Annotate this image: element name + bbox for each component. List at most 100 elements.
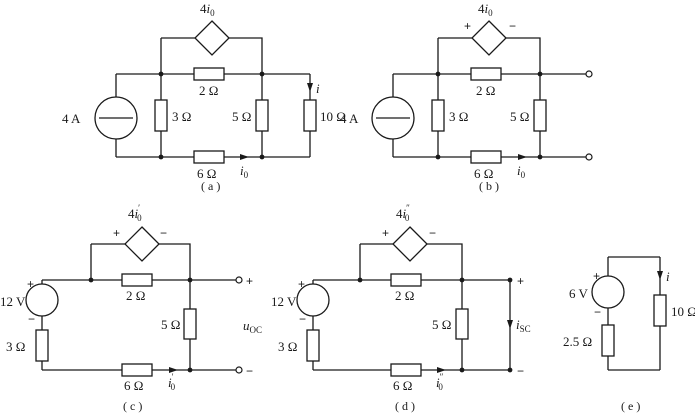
caption-a: ( a ) — [201, 179, 220, 193]
resistor-6-label: 6 Ω — [124, 378, 143, 393]
resistor-2-label: 2 Ω — [199, 83, 218, 98]
voltage-source — [296, 283, 330, 317]
current-arrow — [507, 320, 513, 329]
caption-b: ( b ) — [479, 179, 499, 193]
caption-c: ( c ) — [123, 399, 142, 413]
resistor-10 — [653, 294, 667, 327]
minus-sign: − — [299, 312, 306, 326]
terminal — [235, 366, 243, 374]
resistor-6 — [390, 363, 422, 377]
minus-sign: − — [509, 19, 516, 33]
i-sc-label: iSC — [516, 317, 531, 334]
current-label: i″0 — [436, 372, 444, 392]
resistor-3-label: 3 Ω — [278, 339, 297, 354]
diagram-e: + − 6 V 2.5 Ω 10 Ω i ( e ) — [563, 256, 695, 413]
wire — [312, 243, 511, 371]
dependent-source-diamond — [124, 226, 160, 262]
diagram-d: 4i″0 + − + − 12 V 3 Ω 2 Ω 5 Ω 6 Ω i″0 iS… — [271, 203, 531, 413]
resistor-2 — [390, 273, 422, 287]
plus-sign: + — [246, 274, 253, 288]
dependent-source-diamond — [471, 20, 507, 56]
current-arrow — [518, 154, 527, 160]
current-arrow — [437, 367, 446, 373]
voltage-source-label: 6 V — [569, 286, 589, 301]
resistor-3-label: 3 Ω — [6, 339, 25, 354]
current-label: i′0 — [168, 372, 176, 392]
current-arrow — [657, 271, 663, 280]
current-i0-label: i0 — [240, 163, 249, 180]
resistor-5 — [255, 99, 269, 132]
resistor-6 — [121, 363, 153, 377]
current-arrow — [240, 154, 249, 160]
voltage-source — [25, 283, 59, 317]
plus-sign: + — [464, 19, 471, 33]
current-i-label: i — [666, 269, 670, 284]
resistor-2-label: 2 Ω — [126, 288, 145, 303]
terminal — [585, 153, 593, 161]
diagram-a: 4i0 4 A 2 Ω 3 Ω 5 Ω 10 Ω 6 Ω i i0 ( a ) — [62, 1, 346, 193]
dep-source-label: 4i0 — [478, 1, 493, 18]
resistor-2-label: 2 Ω — [395, 288, 414, 303]
resistor-10-label: 10 Ω — [671, 304, 695, 319]
dependent-source-diamond — [392, 226, 428, 262]
resistor-2-label: 2 Ω — [476, 83, 495, 98]
resistor-2 — [193, 67, 225, 81]
voltage-source-label: 12 V — [0, 294, 26, 309]
terminal — [585, 70, 593, 78]
minus-sign: − — [594, 305, 601, 319]
terminal — [235, 276, 243, 284]
current-arrow — [169, 367, 178, 373]
resistor-5-label: 5 Ω — [232, 109, 251, 124]
resistor-5-label: 5 Ω — [432, 317, 451, 332]
u-oc-label: uOC — [243, 318, 262, 335]
resistor-3 — [35, 329, 49, 362]
voltage-source — [591, 275, 625, 309]
dep-source-label: 4i″0 — [396, 203, 410, 223]
current-arrow — [307, 83, 313, 92]
current-i-label: i — [316, 81, 320, 96]
plus-sign: + — [27, 277, 34, 291]
voltage-source-label: 12 V — [271, 294, 297, 309]
resistor-3 — [154, 99, 168, 132]
resistor-2 — [121, 273, 153, 287]
dep-source-label: 4i0 — [200, 1, 215, 18]
plus-sign: + — [298, 277, 305, 291]
resistor-3-label: 3 Ω — [449, 109, 468, 124]
resistor-2-5 — [601, 324, 615, 357]
resistor-5 — [183, 308, 197, 340]
dependent-source-diamond — [194, 20, 230, 56]
resistor-10 — [303, 99, 317, 132]
minus-sign: − — [160, 226, 167, 240]
minus-sign: − — [517, 364, 524, 378]
wire — [607, 256, 661, 371]
minus-sign: − — [429, 226, 436, 240]
plus-sign: + — [113, 226, 120, 240]
current-source-label: 4 A — [340, 111, 359, 126]
current-i0-label: i0 — [517, 163, 526, 180]
resistor-6 — [470, 150, 502, 164]
caption-e: ( e ) — [621, 399, 640, 413]
minus-sign: − — [28, 312, 35, 326]
resistor-5 — [533, 99, 547, 132]
wire — [41, 243, 236, 371]
resistor-3 — [431, 99, 445, 132]
resistor-2-5-label: 2.5 Ω — [563, 334, 592, 349]
resistor-2 — [470, 67, 502, 81]
minus-sign: − — [246, 364, 253, 378]
resistor-10-label: 10 Ω — [320, 109, 346, 124]
caption-d: ( d ) — [395, 399, 415, 413]
diagram-c: 4i′0 + − + − 12 V 3 Ω 2 Ω 5 Ω 6 Ω i′0 + … — [0, 203, 262, 413]
resistor-6-label: 6 Ω — [474, 166, 493, 181]
dep-source-label: 4i′0 — [128, 203, 142, 223]
resistor-3-label: 3 Ω — [172, 109, 191, 124]
plus-sign: + — [517, 274, 524, 288]
resistor-5-label: 5 Ω — [161, 317, 180, 332]
resistor-6 — [193, 150, 225, 164]
current-source-label: 4 A — [62, 111, 81, 126]
resistor-6-label: 6 Ω — [197, 166, 216, 181]
resistor-5 — [455, 308, 469, 340]
resistor-6-label: 6 Ω — [393, 378, 412, 393]
diagram-b: 4i0 + − 4 A 2 Ω 3 Ω 5 Ω 6 Ω i0 ( b ) — [340, 1, 593, 193]
plus-sign: + — [382, 226, 389, 240]
